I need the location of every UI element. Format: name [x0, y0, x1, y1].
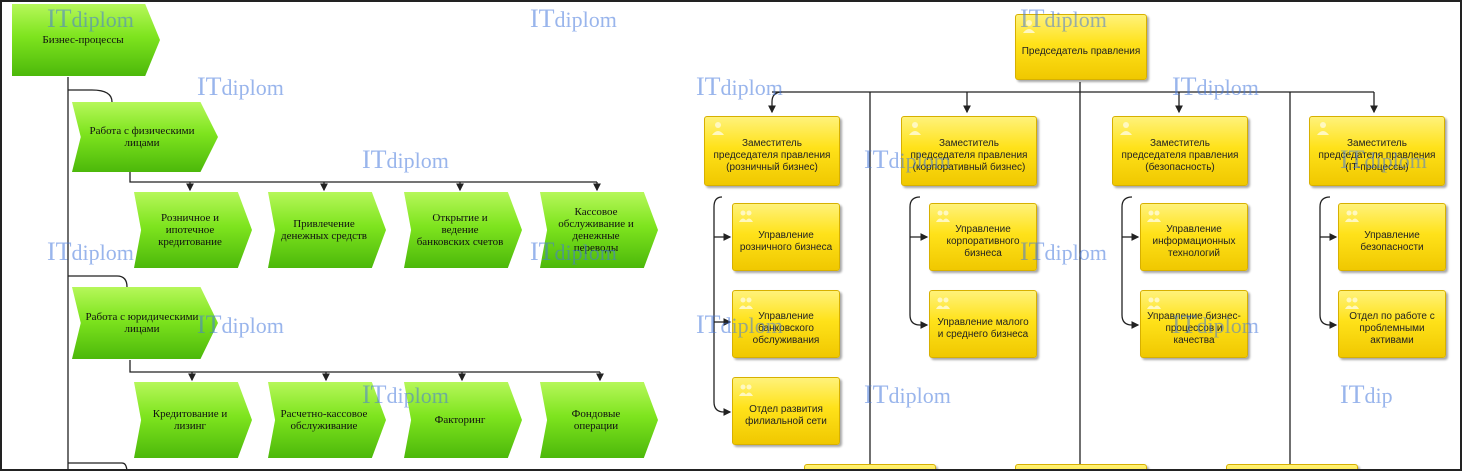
org-unit-label: Управление розничного бизнеса [739, 230, 833, 253]
org-deputy-retail[interactable]: Заместитель председателя правления (розн… [704, 116, 840, 186]
process-settlement[interactable]: Расчетно-кассовое обслуживание [268, 382, 386, 458]
org-deputy-security-label: Заместитель председателя правления (безо… [1121, 138, 1239, 173]
process-group-legal[interactable]: Работа с юридическими лицами [72, 287, 218, 359]
process-accounts[interactable]: Открытие и ведение банковских счетов [404, 192, 522, 268]
org-unit-corporate[interactable]: Управление корпоративного бизнеса [929, 203, 1037, 271]
process-factoring[interactable]: Факторинг [404, 382, 522, 458]
org-chairman[interactable]: Председатель правления [1015, 14, 1147, 80]
watermark: ITdiplom [696, 72, 783, 101]
org-deputy-corporate-label: Заместитель председателя правления (корп… [910, 138, 1028, 173]
person-icon [1317, 122, 1329, 135]
watermark: ITdiplom [197, 310, 284, 339]
org-chairman-label: Председатель правления [1021, 46, 1141, 57]
watermark: ITdiplom [47, 4, 134, 33]
org-unit-business-process[interactable]: Управление бизнес-процессов и качества [1140, 290, 1248, 358]
group-icon [936, 210, 950, 222]
org-unit-problem-assets[interactable]: Отдел по работе с проблемными активами [1338, 290, 1446, 358]
org-unit-sme[interactable]: Управление малого и среднего бизнеса [929, 290, 1037, 358]
group-icon [1147, 210, 1161, 222]
group-icon [936, 297, 950, 309]
org-cutoff-box [804, 464, 936, 469]
person-icon [1023, 20, 1035, 33]
org-unit-security[interactable]: Управление безопасности [1338, 203, 1446, 271]
person-icon [712, 122, 724, 135]
org-deputy-corporate[interactable]: Заместитель председателя правления (корп… [901, 116, 1037, 186]
process-lending-leasing[interactable]: Кредитование и лизинг [134, 382, 252, 458]
watermark: ITdiplom [1020, 4, 1107, 33]
watermark: ITdiplom [530, 4, 617, 33]
watermark: ITdiplom [1020, 237, 1107, 266]
watermark: ITdiplom [1172, 72, 1259, 101]
org-unit-label: Отдел по работе с проблемными активами [1349, 311, 1435, 346]
watermark: ITdiplom [1340, 145, 1427, 174]
org-unit-it[interactable]: Управление информационных технологий [1140, 203, 1248, 271]
watermark: ITdiplom [864, 145, 951, 174]
process-securities[interactable]: Фондовые операции [540, 382, 658, 458]
group-icon [1345, 210, 1359, 222]
watermark: ITdiplom [362, 145, 449, 174]
org-unit-label: Управление малого и среднего бизнеса [937, 317, 1029, 340]
group-icon [739, 297, 753, 309]
org-unit-label: Управление бизнес-процессов и качества [1147, 311, 1241, 346]
group-icon [1147, 297, 1161, 309]
watermark: ITdip [1340, 380, 1393, 409]
person-icon [909, 122, 921, 135]
group-icon [739, 210, 753, 222]
process-deposits[interactable]: Привлечение денежных средств [268, 192, 386, 268]
watermark: ITdiplom [1172, 310, 1259, 339]
org-unit-label: Управление корпоративного бизнеса [946, 224, 1020, 259]
org-unit-label: Управление информационных технологий [1152, 224, 1236, 259]
watermark: ITdiplom [47, 237, 134, 266]
org-unit-retail[interactable]: Управление розничного бизнеса [732, 203, 840, 271]
person-icon [1120, 122, 1132, 135]
org-unit-label: Управление банковского обслуживания [752, 311, 820, 346]
process-group-individuals[interactable]: Работа с физическими лицами [72, 102, 218, 172]
group-icon [739, 384, 753, 396]
process-root[interactable]: Бизнес-процессы [12, 4, 160, 76]
group-icon [1345, 297, 1359, 309]
org-unit-label: Отдел развития филиальной сети [745, 404, 827, 427]
org-unit-label: Управление безопасности [1360, 230, 1424, 253]
org-deputy-retail-label: Заместитель председателя правления (розн… [713, 138, 831, 173]
watermark: ITdiplom [696, 310, 783, 339]
org-deputy-security[interactable]: Заместитель председателя правления (безо… [1112, 116, 1248, 186]
org-unit-branch-network[interactable]: Отдел развития филиальной сети [732, 377, 840, 445]
watermark: ITdiplom [362, 380, 449, 409]
org-deputy-it[interactable]: Заместитель председателя правления (IT-п… [1309, 116, 1445, 186]
org-cutoff-box [1015, 464, 1147, 469]
watermark: ITdiplom [197, 72, 284, 101]
watermark: ITdiplom [864, 380, 951, 409]
process-retail-lending[interactable]: Розничное и ипотечное кредитование [134, 192, 252, 268]
process-cash-transfers[interactable]: Кассовое обслуживание и денежные перевод… [540, 192, 658, 268]
org-cutoff-box [1226, 464, 1358, 469]
watermark: ITdiplom [530, 237, 617, 266]
org-deputy-it-label: Заместитель председателя правления (IT-п… [1318, 138, 1436, 173]
org-unit-banking-service[interactable]: Управление банковского обслуживания [732, 290, 840, 358]
